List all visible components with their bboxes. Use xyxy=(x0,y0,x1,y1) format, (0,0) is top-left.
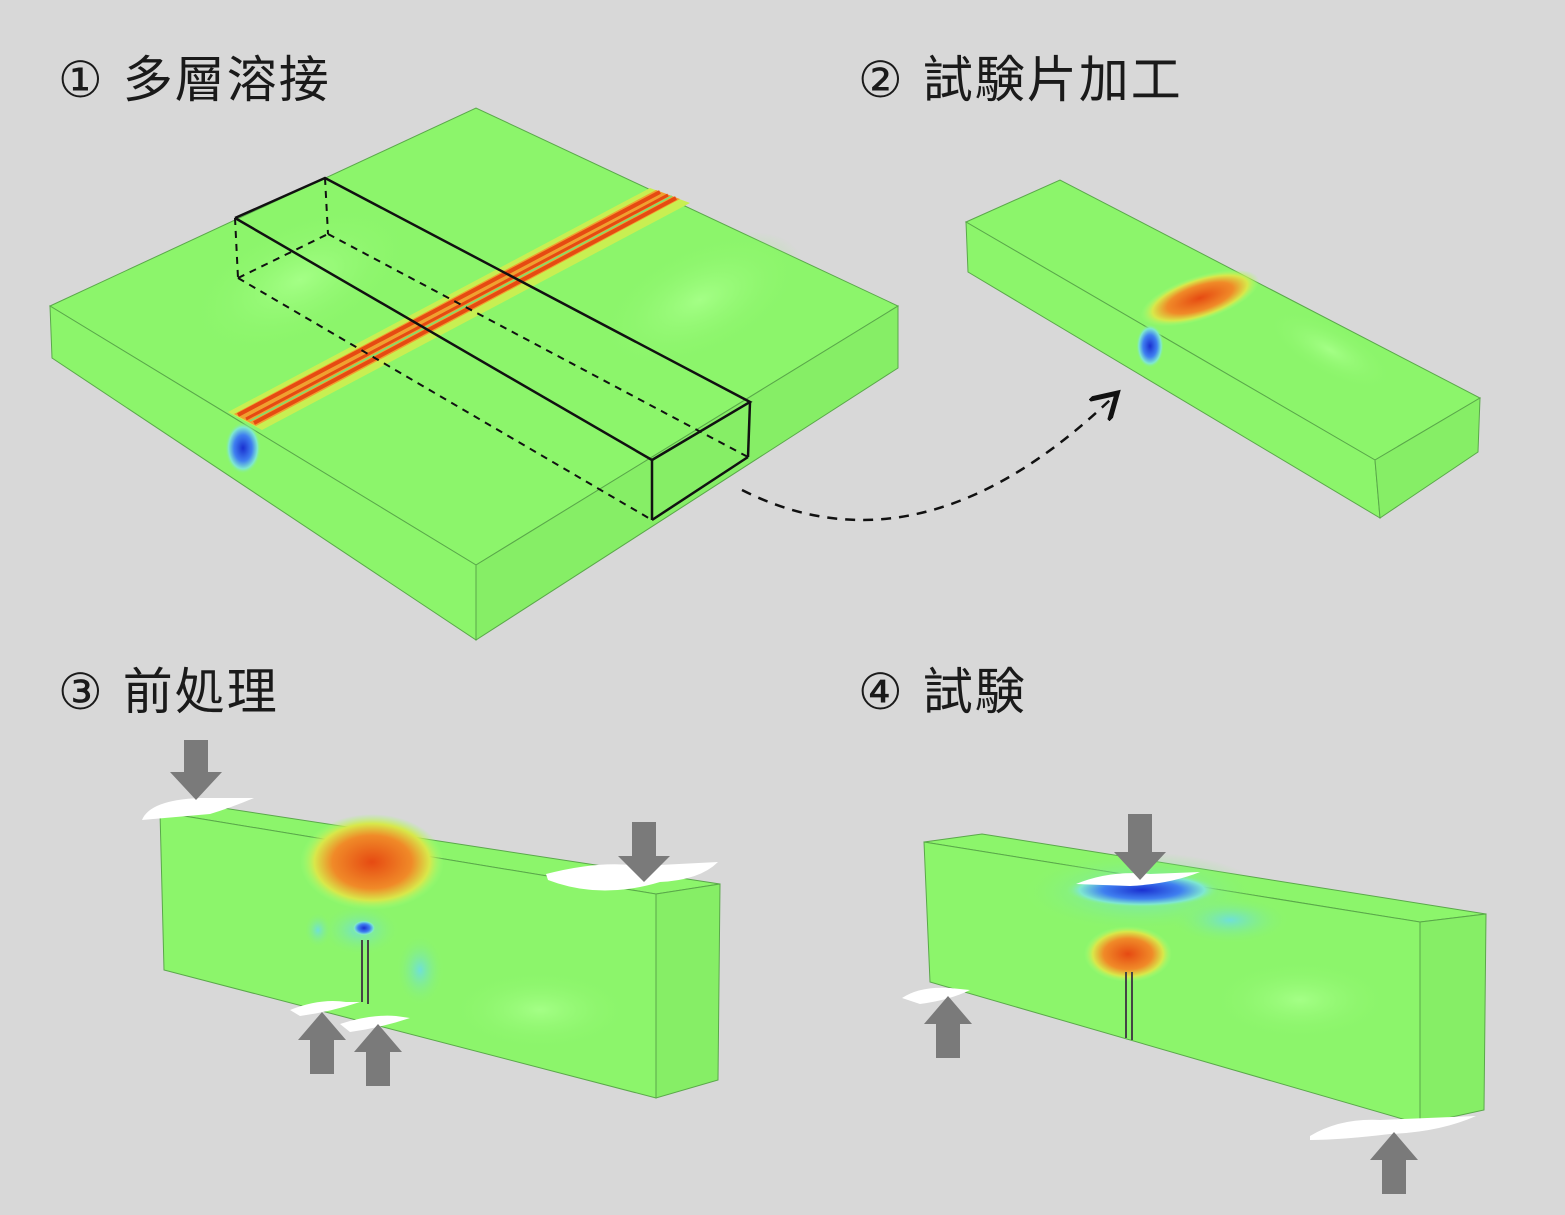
weld-bead xyxy=(228,188,690,430)
test-specimen xyxy=(902,833,1487,1140)
up-arrow-icon xyxy=(354,1024,402,1086)
welded-plate xyxy=(48,107,900,641)
down-arrow-icon xyxy=(1114,814,1166,880)
step4-title: ④ 試験 xyxy=(858,663,1027,721)
down-arrow-icon xyxy=(618,822,670,882)
step2-title: ② 試験片加工 xyxy=(858,51,1183,109)
up-arrow-icon xyxy=(298,1012,346,1074)
pretreatment-load-arrows xyxy=(170,740,670,1086)
step1-title: ① 多層溶接 xyxy=(58,51,331,109)
transfer-arrow xyxy=(741,400,1110,522)
step3-title: ③ 前処理 xyxy=(58,663,279,721)
down-arrow-icon xyxy=(170,740,222,800)
test-load-arrows xyxy=(924,814,1418,1194)
up-arrow-icon xyxy=(924,996,972,1058)
pretreatment-specimen xyxy=(142,798,721,1099)
up-arrow-icon xyxy=(1370,1132,1418,1194)
machined-specimen xyxy=(964,179,1482,519)
